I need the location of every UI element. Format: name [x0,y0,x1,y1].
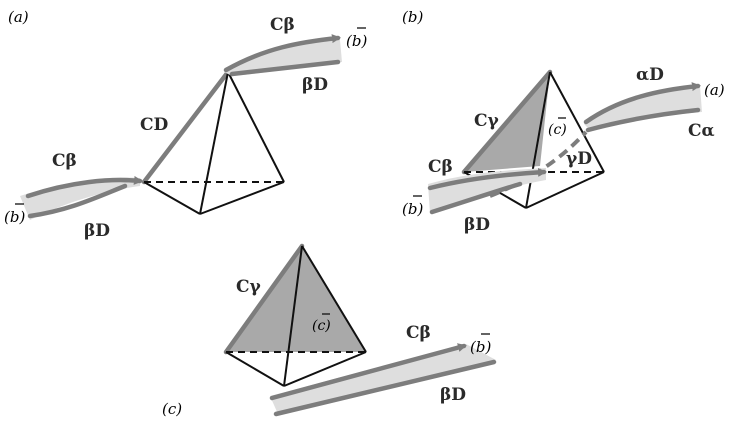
panel-a-beta-d-arrow [27,183,128,219]
panel-b-c-gamma-label: Cγ [474,111,500,131]
panel-c-pyramid-edge [283,245,303,387]
panel-a-tag: (a) [8,8,29,26]
panel-a-c-beta-left-label: Cβ [52,151,77,171]
panel-a-b-bar-left: (b) [4,208,25,226]
panel-b-alpha-d-arrow [583,82,701,125]
panel-c-beta-d-arrow [273,359,497,417]
panel-b-c-beta-label: Cβ [428,157,453,177]
panel-b-c-gamma-edge [461,69,553,175]
panel-c-b-bar: (b) [470,338,491,356]
panel-b-gamma-d-label: γD [566,149,592,169]
panel-c-tag: (c) [162,400,182,418]
panel-c-band [270,344,496,414]
panel-c-c-bar: (c) [312,318,331,334]
panel-c-pyramid-edge [225,351,285,387]
panel-a-pyramid-edge [143,181,201,215]
panel-b-tag: (b) [402,8,423,26]
panel-a-cd-label: CD [140,115,169,135]
panel-a-pyramid-edge [227,71,285,183]
panel-c-c-gamma-label: Cγ [236,277,262,297]
panel-a-beta-d-left-label: βD [84,221,110,241]
panel-c: (c) Cγ (c) Cβ (b) βD [162,243,497,418]
panel-c-pyramid-edge [283,351,367,387]
panel-b-c-beta-arrow [427,167,547,191]
panel-b-out-band [584,86,702,130]
panel-a-c-beta-top-label: Cβ [270,15,295,35]
panel-c-beta-d-label: βD [440,385,466,405]
panel-a-top-beta-d-arrow [229,59,341,77]
panel-a-pyramid-edge [199,181,285,215]
panel-b-alpha-d-label: αD [636,65,664,85]
panel-a-top-c-beta-arrow [223,34,341,73]
panel-a-b-bar-right: (b) [346,32,367,50]
panel-b: (b) αD Cα (a) Cγ (c) γD Cβ βD (b) [402,8,725,235]
panel-b-pyramid-edge [525,71,551,209]
panel-b-beta-d-arrow [429,181,523,215]
panel-b-c-alpha-label: Cα [688,121,715,141]
panel-b-c-bar: (c) [548,122,567,138]
panel-a-cd-edge [141,69,231,185]
panel-b-a-label: (a) [704,81,725,99]
panel-b-b-bar: (b) [402,200,423,218]
panel-c-c-beta-arrow [269,343,467,401]
panel-c-c-gamma-edge [223,243,305,355]
panel-b-pyramid-edge [549,71,605,173]
panel-c-pyramid-edge [301,245,367,353]
panel-b-c-alpha-arrow [585,107,701,133]
panel-a: (a) Cβ βD (b) CD Cβ βD (b) [4,8,367,241]
panel-a-c-beta-arrow [25,175,143,199]
panel-a-beta-d-top-label: βD [302,75,328,95]
panel-b-pyramid-edge [525,171,605,209]
panel-b-beta-d-label: βD [464,215,490,235]
panel-c-c-beta-label: Cβ [406,323,431,343]
panel-a-pyramid-edge [199,71,229,215]
panel-a-top-band [224,40,342,76]
panel-b-gamma-d-path [489,130,588,198]
